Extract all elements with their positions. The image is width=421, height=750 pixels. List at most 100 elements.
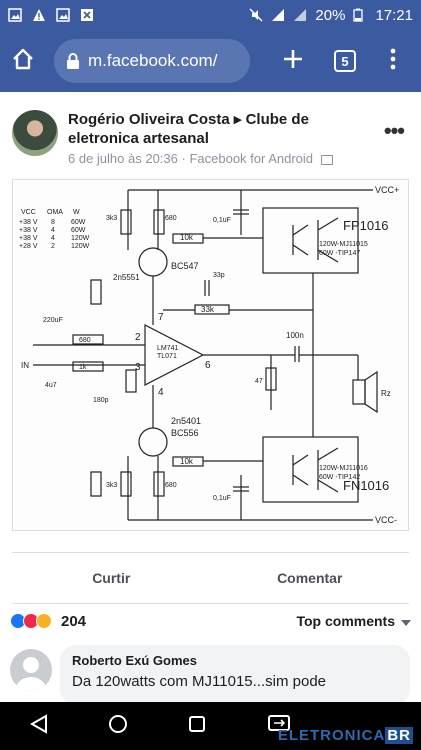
table-cell: +38 V	[19, 227, 38, 234]
pin-7: 7	[158, 312, 164, 323]
r680-upper: 680	[165, 215, 177, 222]
reactions-row[interactable]: 204 Top comments	[10, 609, 411, 633]
table-cell: +38 V	[19, 219, 38, 226]
table-header-w: W	[73, 209, 80, 216]
fn1016-label: FN1016	[343, 478, 389, 493]
comment-sort-dropdown[interactable]: Top comments	[296, 613, 411, 629]
privacy-icon	[320, 154, 333, 165]
input-label: IN	[21, 361, 29, 370]
comment-sort-label: Top comments	[296, 613, 395, 629]
post-via: Facebook for Android	[189, 151, 314, 166]
like-button[interactable]: Curtir	[92, 570, 131, 586]
table-cell: 60W	[71, 219, 86, 226]
tab-switcher-button[interactable]: 5	[334, 50, 356, 72]
c100n-label: 100n	[286, 331, 304, 340]
status-left-icons	[8, 8, 94, 22]
pin-3: 3	[135, 362, 141, 373]
post-options-button[interactable]: •••	[383, 118, 405, 143]
arrow-icon: ▸	[233, 111, 242, 128]
group-name[interactable]: Clube de eletronica artesanal	[68, 111, 309, 147]
c01-upper: 0,1uF	[213, 217, 231, 224]
browser-toolbar: m.facebook.com/ 5	[0, 30, 421, 92]
gallery-icon	[8, 8, 22, 22]
c180-label: 180p	[93, 397, 109, 404]
table-header-vcc: VCC	[21, 209, 36, 216]
post-image[interactable]: VCC+ VCC- VCC OMA W +38 V 8 60W +38 V 4 …	[12, 179, 409, 531]
commenter-name[interactable]: Roberto Exú Gomes	[72, 653, 197, 668]
switch-apps-icon[interactable]	[267, 714, 291, 739]
battery-icon	[353, 8, 367, 22]
post-actions: Curtir Comentar	[12, 552, 409, 604]
close-box-icon	[80, 8, 94, 22]
post-meta: Rogério Oliveira Costa ▸ Clube de eletro…	[68, 110, 378, 166]
fp1016-label: FP1016	[343, 218, 389, 233]
table-cell: 2	[51, 243, 55, 250]
new-tab-icon[interactable]	[282, 48, 304, 75]
c220-label: 220uF	[43, 317, 63, 324]
post-subtitle: 6 de julho às 20:36 · Facebook for Andro…	[68, 151, 378, 166]
post-title: Rogério Oliveira Costa ▸ Clube de eletro…	[68, 110, 378, 148]
r10k-upper: 10k	[180, 233, 194, 242]
watermark-accent: BR	[385, 727, 413, 744]
table-cell: +38 V	[19, 235, 38, 242]
comment-button[interactable]: Comentar	[277, 570, 343, 586]
vcc-neg-label: VCC-	[375, 515, 397, 525]
home-icon[interactable]	[10, 46, 36, 77]
opamp-label-a: LM741	[157, 345, 179, 352]
author-avatar[interactable]	[12, 110, 58, 156]
mute-icon	[249, 8, 263, 22]
gallery-icon-2	[56, 8, 70, 22]
recents-icon[interactable]	[188, 715, 206, 738]
chevron-down-icon	[401, 613, 411, 629]
r33k-label: 33k	[201, 305, 215, 314]
wow-reaction-icon	[36, 613, 52, 629]
table-cell: 4	[51, 227, 55, 234]
author-name[interactable]: Rogério Oliveira Costa	[68, 111, 230, 128]
table-cell: 60W	[71, 227, 86, 234]
feed-content: Rogério Oliveira Costa ▸ Clube de eletro…	[0, 92, 421, 705]
url-bar[interactable]: m.facebook.com/	[54, 39, 250, 83]
table-cell: 8	[51, 219, 55, 226]
post-date[interactable]: 6 de julho às 20:36	[68, 151, 178, 166]
r3k3-lower: 3k3	[106, 482, 117, 489]
signal-4g-icon	[293, 8, 307, 22]
lock-icon	[66, 53, 80, 69]
q1-label-b: BC547	[171, 261, 199, 271]
overflow-menu-icon[interactable]	[390, 48, 396, 75]
c33p-label: 33p	[213, 272, 225, 279]
status-right-icons: 20% 17:21	[249, 7, 413, 24]
q2-label-b: BC556	[171, 428, 199, 438]
pin-4: 4	[158, 387, 164, 398]
lower-note-1: 120W-MJ11016	[319, 465, 368, 472]
q2-label-a: 2n5401	[171, 416, 201, 426]
r1k-label: 1k	[79, 364, 87, 371]
vcc-pos-label: VCC+	[375, 185, 399, 195]
table-cell: 120W	[71, 243, 90, 250]
comment-item: Roberto Exú Gomes Da 120watts com MJ1101…	[10, 645, 411, 705]
c4u7-label: 4u7	[45, 382, 57, 389]
watermark-text: ELETRONICA	[277, 727, 386, 744]
table-cell: 120W	[71, 235, 90, 242]
rz-label: Rz	[381, 389, 391, 398]
pin-6: 6	[205, 360, 211, 371]
r680-lower: 680	[165, 482, 177, 489]
comment-bubble[interactable]: Roberto Exú Gomes Da 120watts com MJ1101…	[60, 645, 410, 705]
table-cell: 4	[51, 235, 55, 242]
opamp-label-b: TL071	[157, 353, 177, 360]
lower-note-2: 60W -TIP142	[319, 474, 360, 481]
comment-text: Da 120watts com MJ11015...sim pode	[72, 673, 327, 690]
pin-2: 2	[135, 332, 141, 343]
amplifier-schematic: VCC+ VCC- VCC OMA W +38 V 8 60W +38 V 4 …	[19, 185, 399, 525]
reaction-count: 204	[61, 612, 87, 630]
r10k-lower: 10k	[180, 457, 194, 466]
table-cell: +28 V	[19, 243, 38, 250]
home-nav-icon[interactable]	[108, 714, 128, 739]
post-header: Rogério Oliveira Costa ▸ Clube de eletro…	[12, 110, 412, 170]
battery-level: 20%	[315, 6, 346, 24]
upper-note-1: 120W-MJ11015	[319, 241, 368, 248]
back-icon[interactable]	[30, 713, 48, 739]
commenter-avatar[interactable]	[10, 649, 52, 691]
warning-icon	[32, 8, 46, 22]
